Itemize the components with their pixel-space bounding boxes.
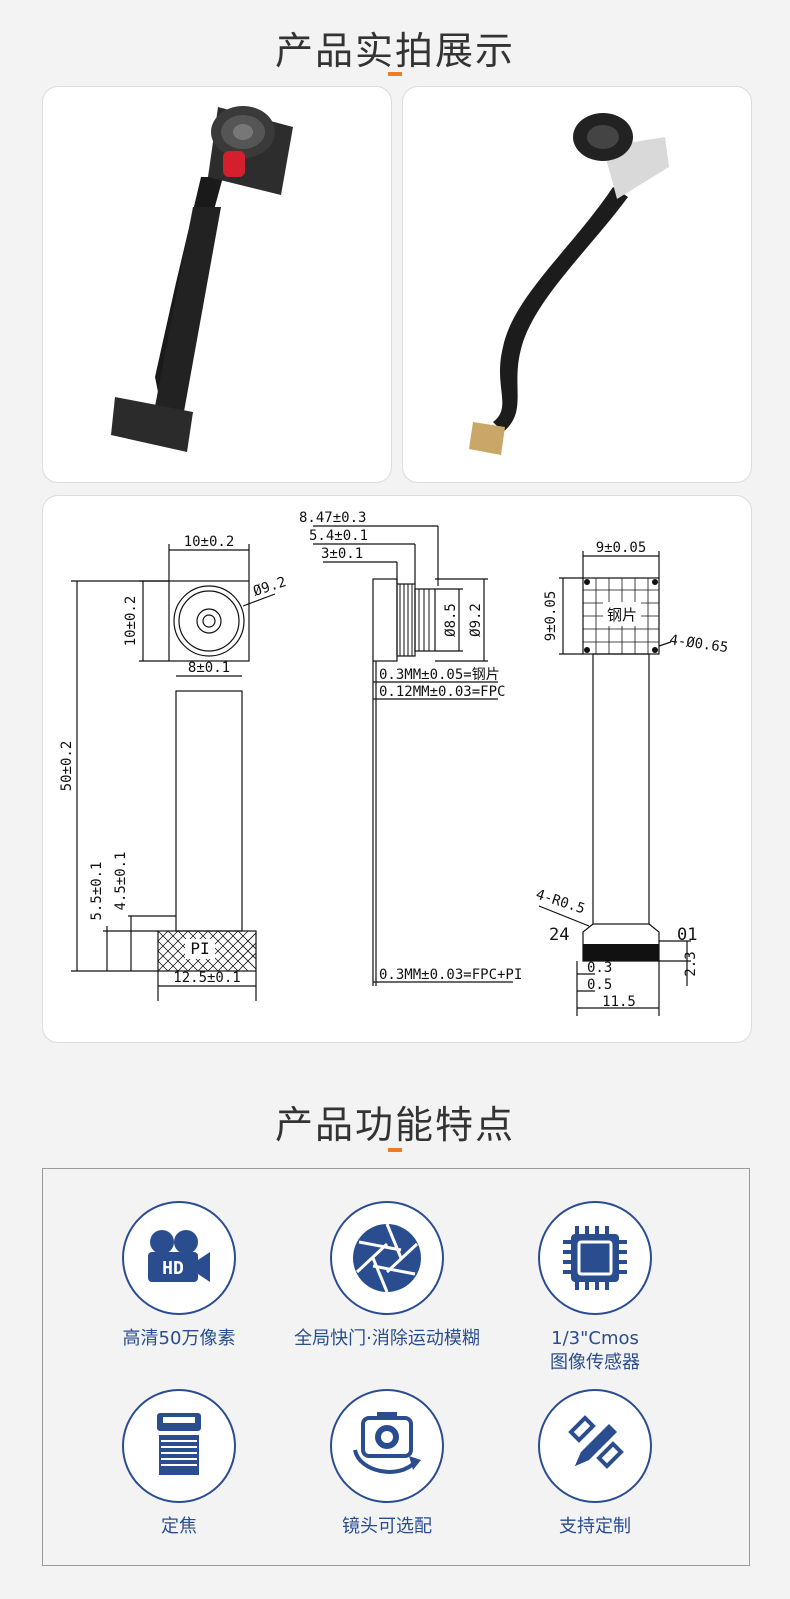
- pin-01-label: 01: [677, 925, 697, 945]
- features-panel: HD 高清50万像素 全局快门·消除运动模糊: [42, 1168, 750, 1566]
- total-length-label: 50±0.2: [59, 741, 75, 792]
- hd-camera-icon: HD: [148, 1230, 210, 1282]
- side-d2-label: 5.4±0.1: [309, 528, 368, 544]
- feature-fixed-focus: 定焦: [69, 1389, 289, 1539]
- product-photo-2: [402, 86, 752, 483]
- side-dia2-label: Ø9.2: [468, 603, 484, 637]
- feature-hd: HD 高清50万像素: [69, 1201, 289, 1351]
- flex-width-label: 8±0.1: [188, 660, 230, 676]
- feature-custom-label: 支持定制: [559, 1516, 631, 1537]
- feature-cmos-label: 1/3"Cmos 图像传感器: [550, 1328, 640, 1373]
- feature-fixed-focus-label: 定焦: [161, 1516, 197, 1537]
- chip-icon: [563, 1226, 627, 1290]
- dim-23-label: 2.3: [683, 951, 699, 976]
- side-note2: 0.12MM±0.03=FPC: [379, 684, 505, 700]
- feature-hd-label: 高清50万像素: [122, 1328, 236, 1349]
- back-height-label: 9±0.05: [543, 591, 559, 642]
- fixed-focus-icon: [157, 1413, 201, 1475]
- dim-115-label: 11.5: [602, 994, 636, 1010]
- feature-lens-label: 镜头可选配: [342, 1516, 432, 1537]
- dim-b-label: 4.5±0.1: [113, 851, 129, 910]
- section-title-features: 产品功能特点: [274, 1103, 515, 1147]
- pi-width-label: 12.5±0.1: [173, 970, 240, 986]
- dimension-drawing: 10±0.2 10±0.2 Ø9.2 8±0.1 50±0.2 5.5±0.1 …: [42, 495, 752, 1043]
- dim-a-label: 5.5±0.1: [89, 861, 105, 920]
- camera-module-photo-side: [469, 113, 669, 455]
- front-width-label: 10±0.2: [184, 534, 235, 550]
- feature-cmos: 1/3"Cmos 图像传感器: [485, 1201, 705, 1375]
- camera-module-photo-front: [111, 106, 293, 452]
- feature-lens: 镜头可选配: [277, 1389, 497, 1539]
- shutter-icon: [353, 1223, 421, 1293]
- section-title-photos: 产品实拍展示: [274, 29, 515, 73]
- title-underline-2: [388, 1148, 402, 1152]
- side-note3: 0.3MM±0.03=FPC+PI: [379, 967, 522, 983]
- side-d3-label: 3±0.1: [321, 546, 363, 562]
- front-height-label: 10±0.2: [123, 596, 139, 647]
- svg-text:HD: HD: [162, 1258, 184, 1279]
- feature-custom: 支持定制: [485, 1389, 705, 1539]
- radius-label: 4-R0.5: [534, 887, 587, 918]
- back-width-label: 9±0.05: [596, 540, 647, 556]
- side-note1: 0.3MM±0.05=钢片: [379, 667, 500, 683]
- feature-shutter-label: 全局快门·消除运动模糊: [294, 1328, 480, 1349]
- drawing-svg: 10±0.2 10±0.2 Ø9.2 8±0.1 50±0.2 5.5±0.1 …: [59, 510, 729, 1016]
- lens-swap-icon: [353, 1412, 421, 1474]
- dim-03-label: 0.3: [587, 960, 612, 976]
- steel-plate-label: 钢片: [607, 606, 637, 624]
- customize-icon: [568, 1415, 624, 1469]
- title-underline: [388, 72, 402, 76]
- pi-label: PI: [190, 939, 209, 958]
- holes-label: 4-Ø0.65: [668, 632, 729, 656]
- side-d1-label: 8.47±0.3: [299, 510, 366, 526]
- product-photo-1: [42, 86, 392, 483]
- side-dia1-label: Ø8.5: [443, 603, 459, 637]
- dim-05-label: 0.5: [587, 977, 612, 993]
- feature-shutter: 全局快门·消除运动模糊: [277, 1201, 497, 1351]
- pin-24-label: 24: [549, 925, 569, 945]
